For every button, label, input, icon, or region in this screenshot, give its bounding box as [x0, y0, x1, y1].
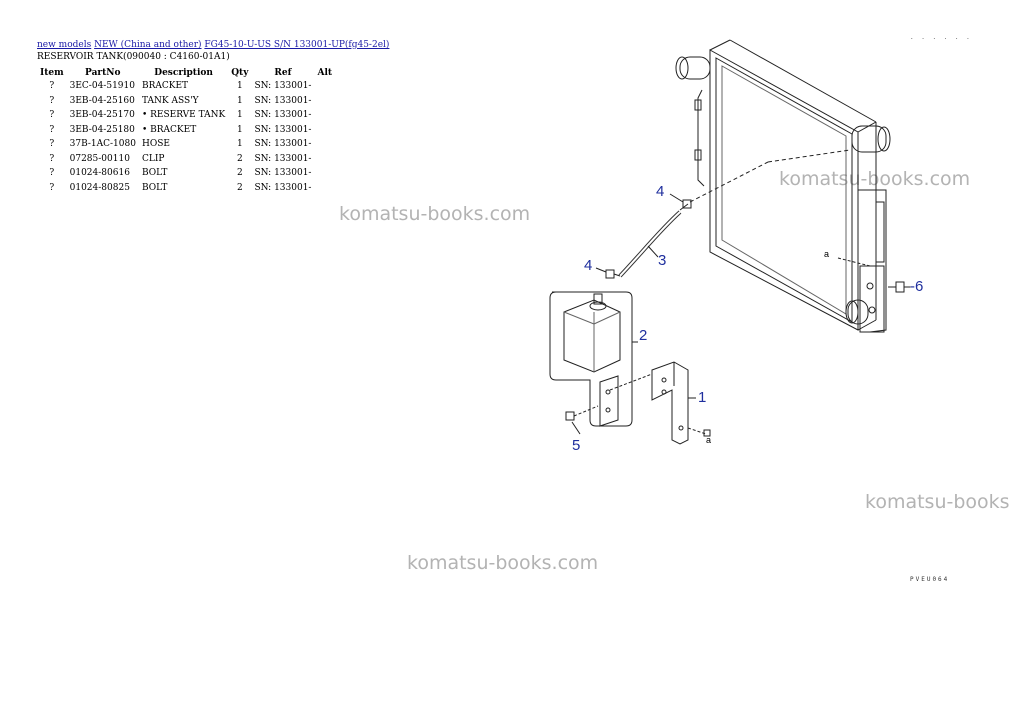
table-row: ? 37B-1AC-1080 HOSE 1 SN: 133001-: [37, 137, 335, 152]
breadcrumb-link-new-models[interactable]: new models: [37, 40, 92, 50]
cell-part-no: 3EB-04-25170: [69, 110, 135, 121]
table-row: ? 3EB-04-25170 • RESERVE TANK 1 SN: 133001-: [37, 108, 335, 123]
cell-description: CLIP: [141, 153, 165, 164]
cell-ref: SN: 133001-: [254, 95, 312, 106]
parts-table: Item PartNo Description Qty Ref Alt ? 3EC…: [37, 66, 335, 195]
watermark: komatsu-books.com: [407, 552, 599, 574]
col-header-qty: Qty: [231, 67, 249, 78]
cell-ref: SN: 133001-: [254, 182, 312, 193]
cell-ref: SN: 133001-: [254, 168, 312, 179]
cell-alt: [314, 123, 335, 138]
cell-part-no: 07285-00110: [69, 153, 130, 164]
cell-qty: 2: [236, 168, 243, 179]
cell-part-no: 37B-1AC-1080: [69, 139, 136, 150]
cell-item: ?: [49, 124, 55, 135]
cell-ref: SN: 133001-: [254, 81, 312, 92]
cell-description: • BRACKET: [141, 124, 197, 135]
hose-drawing: [605, 149, 851, 279]
ref-label-a-lower: a: [706, 435, 711, 445]
table-row: ? 3EC-04-51910 BRACKET 1 SN: 133001-: [37, 79, 335, 94]
cell-item: ?: [49, 153, 55, 164]
col-header-ref: Ref: [274, 67, 292, 78]
bracket-drawing: [651, 361, 711, 445]
cell-part-no: 3EB-04-25160: [69, 95, 135, 106]
cell-ref: SN: 133001-: [254, 139, 312, 150]
callout-5: 5: [572, 437, 580, 454]
cell-ref: SN: 133001-: [254, 153, 312, 164]
callout-1: 1: [698, 389, 706, 406]
cell-qty: 2: [236, 182, 243, 193]
cell-qty: 1: [236, 139, 243, 150]
callout-4-lower: 4: [584, 257, 592, 274]
cell-alt: [314, 108, 335, 123]
cell-alt: [314, 152, 335, 167]
reservoir-tank-drawing: [549, 291, 653, 427]
cell-description: BOLT: [141, 168, 168, 179]
cell-ref: SN: 133001-: [254, 124, 312, 135]
cell-qty: 2: [236, 153, 243, 164]
ref-label-a-upper: a: [824, 249, 829, 259]
breadcrumb-link-model[interactable]: FG45-10-U-US S/N 133001-UP(fg45-2el): [204, 40, 390, 50]
cell-item: ?: [49, 110, 55, 121]
cell-ref: SN: 133001-: [254, 110, 312, 121]
page-title: RESERVOIR TANK(090040 : C4160-01A1): [37, 52, 230, 62]
cell-qty: 1: [236, 124, 243, 135]
cell-part-no: 3EC-04-51910: [69, 81, 135, 92]
breadcrumb-link-region[interactable]: NEW (China and other): [94, 40, 202, 50]
cell-qty: 1: [236, 110, 243, 121]
cell-alt: [314, 94, 335, 109]
cell-item: ?: [49, 168, 55, 179]
cell-part-no: 3EB-04-25180: [69, 124, 135, 135]
illustration-code: PVEU064: [910, 576, 950, 583]
cell-item: ?: [49, 139, 55, 150]
table-row: ? 07285-00110 CLIP 2 SN: 133001-: [37, 152, 335, 167]
table-row: ? 3EB-04-25180 • BRACKET 1 SN: 133001-: [37, 123, 335, 138]
cell-part-no: 01024-80616: [69, 168, 130, 179]
cell-description: • RESERVE TANK: [141, 110, 226, 121]
cell-part-no: 01024-80825: [69, 182, 130, 193]
cell-description: TANK ASS'Y: [141, 95, 199, 106]
breadcrumb: new models NEW (China and other) FG45-10…: [37, 40, 389, 51]
cell-description: HOSE: [141, 139, 170, 150]
radiator-drawing: [675, 39, 912, 333]
parts-table-header: Item PartNo Description Qty Ref Alt: [37, 66, 335, 79]
cell-description: BRACKET: [141, 81, 189, 92]
cell-item: ?: [49, 95, 55, 106]
watermark: komatsu-books.com: [779, 168, 971, 190]
col-header-alt: Alt: [317, 67, 333, 78]
cell-alt: [314, 166, 335, 181]
callout-2: 2: [639, 327, 647, 344]
col-header-partno: PartNo: [85, 67, 121, 78]
cell-item: ?: [49, 182, 55, 193]
cell-description: BOLT: [141, 182, 168, 193]
callout-4-upper: 4: [656, 183, 664, 200]
table-row: ? 01024-80825 BOLT 2 SN: 133001-: [37, 181, 335, 196]
callout-3: 3: [658, 252, 666, 269]
watermark: komatsu-books: [865, 491, 1010, 513]
cell-alt: [314, 79, 335, 94]
table-row: ? 01024-80616 BOLT 2 SN: 133001-: [37, 166, 335, 181]
watermark: komatsu-books.com: [339, 203, 531, 225]
table-row: ? 3EB-04-25160 TANK ASS'Y 1 SN: 133001-: [37, 94, 335, 109]
cell-alt: [314, 137, 335, 152]
cell-item: ?: [49, 81, 55, 92]
callout-6: -6: [910, 278, 923, 295]
parts-diagram: 4 3 4 2 1 5 -6 a a: [549, 39, 923, 454]
cell-qty: 1: [236, 95, 243, 106]
cell-alt: [314, 181, 335, 196]
cell-qty: 1: [236, 81, 243, 92]
corner-dots: . . . . . .: [910, 34, 972, 41]
col-header-item: Item: [40, 67, 64, 78]
col-header-description: Description: [154, 67, 213, 78]
